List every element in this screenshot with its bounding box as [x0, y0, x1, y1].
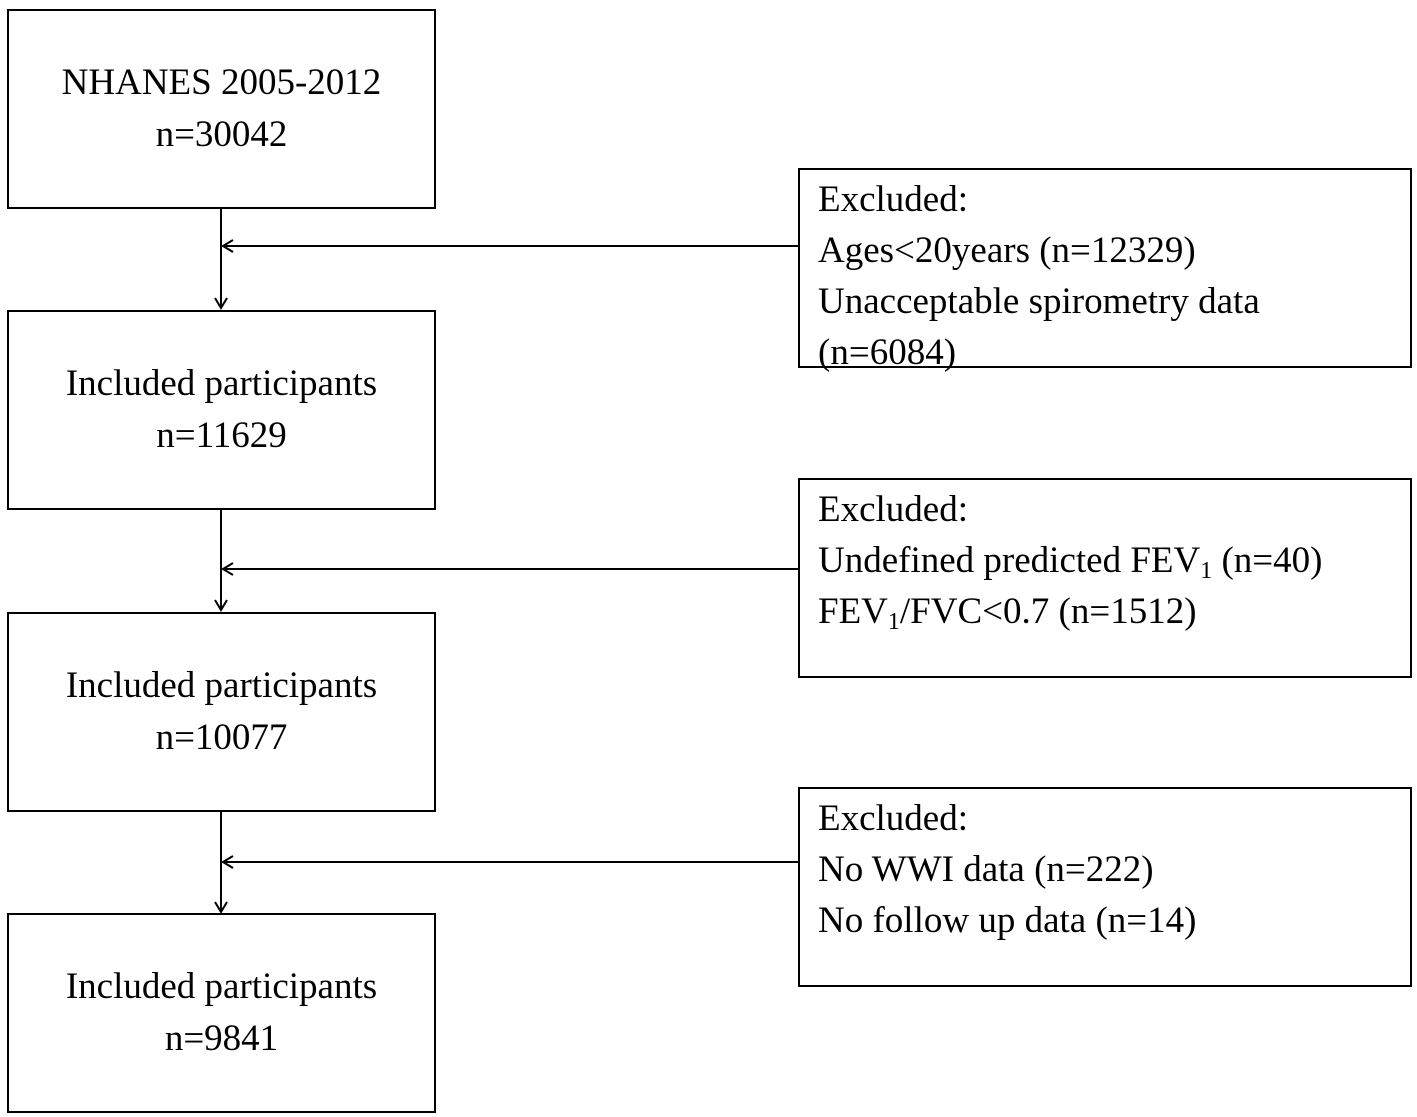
- exclusion-line: Ages<20years (n=12329): [818, 230, 1196, 271]
- exclusion-box-1: Excluded: Ages<20years (n=12329) Unaccep…: [798, 168, 1412, 373]
- exclusion-line: No follow up data (n=14): [818, 900, 1197, 941]
- main-box-nhanes: NHANES 2005-2012 n=30042: [7, 9, 436, 209]
- exclusion-line: Undefined predicted FEV1 (n=40): [818, 535, 1410, 586]
- exclusion-text: (n=40): [1212, 540, 1323, 581]
- main-box-included-2: Included participants n=10077: [7, 612, 436, 812]
- exclusion-line: Unacceptable spirometry data: [818, 281, 1260, 322]
- exclusion-heading: Excluded:: [818, 489, 969, 530]
- exclusion-line: FEV1/FVC<0.7 (n=1512): [818, 586, 1410, 637]
- main-box-title: Included participants: [65, 363, 378, 404]
- exclusion-text: FEV: [818, 591, 888, 632]
- main-box-count: n=11629: [156, 415, 287, 456]
- subscript: 1: [1200, 558, 1213, 584]
- exclusion-box-3: Excluded: No WWI data (n=222) No follow …: [798, 787, 1412, 987]
- main-box-count: n=10077: [155, 717, 288, 758]
- main-box-count: n=30042: [155, 114, 288, 155]
- exclusion-box-2: Excluded: Undefined predicted FEV1 (n=40…: [798, 478, 1412, 678]
- main-box-title: Included participants: [65, 966, 378, 1007]
- main-box-title: Included participants: [65, 665, 378, 706]
- main-box-included-3: Included participants n=9841: [7, 913, 436, 1113]
- exclusion-text: Undefined predicted FEV: [818, 540, 1201, 581]
- main-box-title: NHANES 2005-2012: [61, 62, 382, 103]
- exclusion-line: No WWI data (n=222): [818, 849, 1154, 890]
- main-box-included-1: Included participants n=11629: [7, 310, 436, 510]
- subscript: 1: [887, 609, 900, 635]
- exclusion-line: (n=6084): [818, 332, 957, 373]
- exclusion-heading: Excluded:: [818, 798, 969, 839]
- main-box-count: n=9841: [164, 1018, 279, 1059]
- exclusion-heading: Excluded:: [818, 179, 969, 220]
- exclusion-text: /FVC<0.7 (n=1512): [899, 591, 1197, 632]
